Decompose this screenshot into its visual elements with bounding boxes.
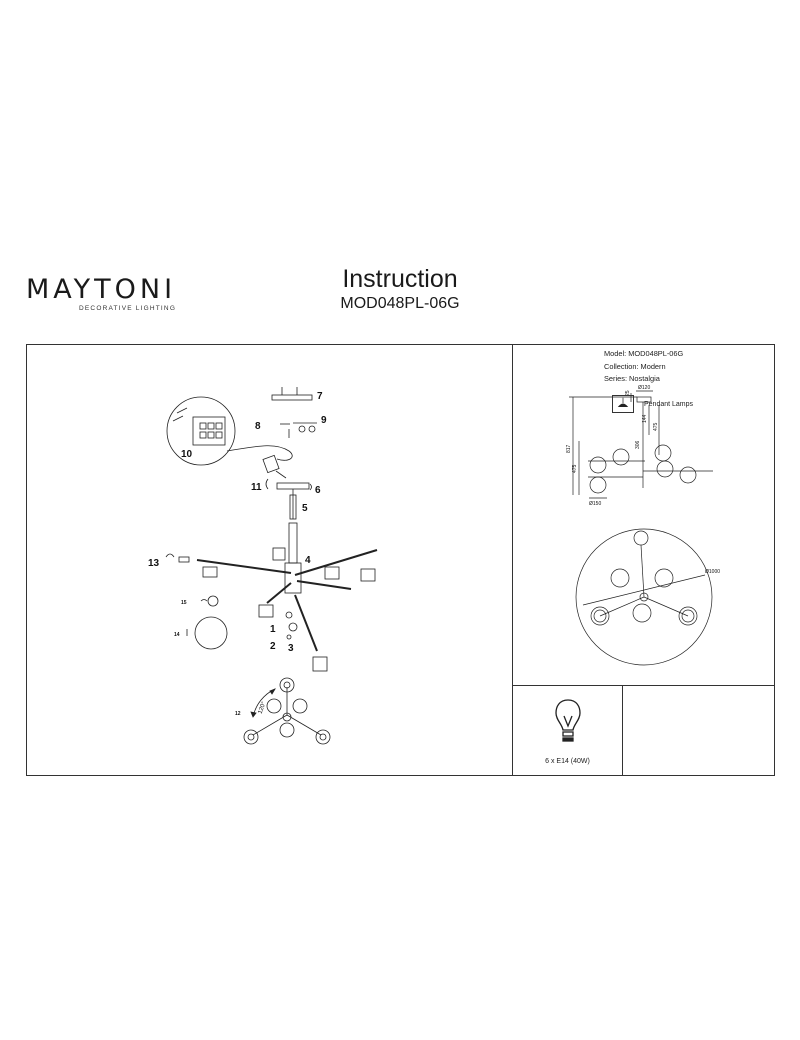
terminal-detail-circle [166,396,236,466]
side-canopy [636,396,652,403]
title-block: Instruction MOD048PL-06G [300,265,500,313]
product-type-row: Pendant Lamps [612,395,693,413]
step-5-label: 5 [302,503,308,514]
central-rod [288,522,298,564]
step-14-label: 14 [174,632,180,638]
dim-arm-height: 475 [653,422,659,431]
step-13-label: 13 [148,558,160,569]
step-7-label: 7 [317,391,323,402]
dim-canopy-diameter: Ø120 [638,385,650,391]
info-type: Pendant Lamps [644,400,694,408]
product-info: Model: MOD048PL-06G Collection: Modern S… [604,348,683,386]
center-body [284,562,302,594]
brand-logo: MAYTONI DECORATIVE LIGHTING [26,276,176,312]
step-10-label: 10 [181,449,193,460]
step-1-label: 1 [270,624,276,635]
dim-overall-diameter: Ø1000 [705,569,720,575]
step-15-label: 15 [181,600,187,606]
info-model: Model: MOD048PL-06G [604,349,684,358]
lamp-holder-6 [312,656,328,672]
info-series: Series: Nostalgia [604,374,660,384]
dim-arm-drop: 306 [635,440,641,449]
bulb-spec-label: 6 x E14 (40W) [545,758,590,765]
dim-total-height: 817 [566,444,572,453]
step-12-label: 12 [235,711,241,717]
top-view-outline [575,528,713,666]
step-3-label: 3 [288,643,294,654]
lamp-holder-3 [324,566,340,580]
document-title: Instruction [342,265,458,293]
dim-shade-diameter: Ø150 [589,501,601,507]
brand-name: MAYTONI [26,274,177,305]
assembly-diagram: 7 8 9 10 11 6 5 4 13 1 2 3 15 14 12 120° [148,387,378,745]
left-rotation-shade [243,729,259,745]
brand-tagline: DECORATIVE LIGHTING [79,305,177,312]
canopy [276,482,310,490]
panel-divider-horizontal [512,685,775,686]
lamp-holder-2 [272,547,286,561]
panel-divider-info [622,685,623,776]
bulb-spec-panel: 6 x E14 (40W) [513,686,622,776]
dim-rod-length: 144 [642,414,648,423]
info-collection: Collection: Modern [604,361,666,371]
dim-canopy-height: 25 [625,390,631,396]
step-6-label: 6 [315,485,321,496]
lamp-holder-4 [360,568,376,582]
lamp-holder-5 [258,604,274,618]
step-11-label: 11 [251,482,262,493]
panel-divider-vertical [512,345,513,776]
rotation-angle-label: 120° [258,701,268,715]
step-2-label: 2 [270,641,276,652]
step-4-label: 4 [305,555,311,566]
document-model: MOD048PL-06G [340,294,460,312]
pendant-lamp-icon [612,395,634,413]
step-9-label: 9 [321,415,327,426]
instruction-sheet: 7 8 9 10 11 6 5 4 13 1 2 3 15 14 12 120° [26,344,775,776]
glass-globe [194,616,228,650]
top-rotation-shade [279,677,295,693]
step-8-label: 8 [255,421,261,432]
right-rotation-shade [315,729,331,745]
lamp-holder-1 [202,566,218,578]
dimension-drawings: Ø120 25 144 306 475 817 475 Ø150 Ø1000 [566,385,720,666]
mounting-bracket [271,394,313,401]
bulb-icon [555,699,581,742]
dim-lower-height: 475 [572,464,578,473]
